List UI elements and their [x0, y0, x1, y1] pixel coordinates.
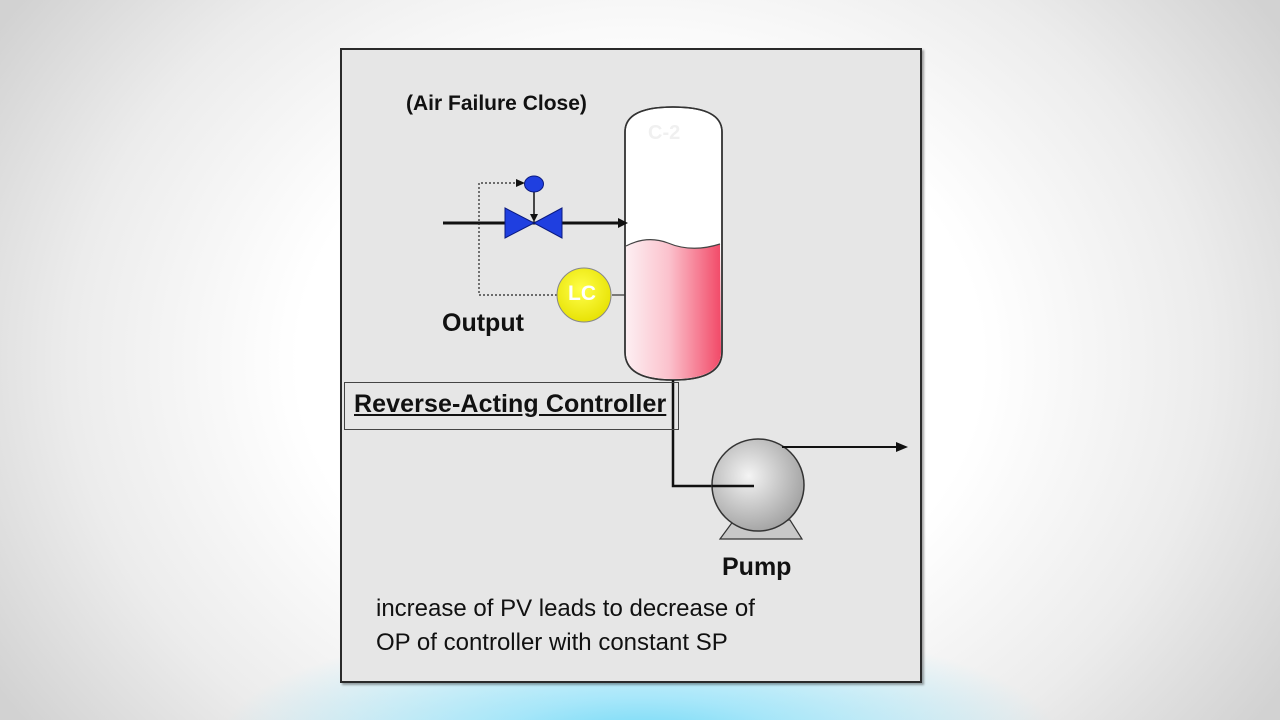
diagram-slide: (Air Failure Close) C-2 LC Output Revers… [340, 48, 922, 683]
centrifugal-pump-icon [711, 438, 908, 540]
valve-failure-mode-label: (Air Failure Close) [406, 92, 587, 115]
control-valve-icon [504, 190, 563, 239]
controller-type-label: Reverse-Acting Controller [354, 390, 667, 418]
level-controller-tag: LC [568, 282, 596, 305]
pump-label: Pump [722, 553, 792, 581]
description-text: increase of PV leads to decrease of OP o… [376, 592, 876, 660]
valve-actuator-icon [524, 175, 544, 193]
description-line: increase of PV leads to decrease of [376, 595, 755, 622]
controller-type-frame [344, 382, 679, 430]
vessel-icon [624, 106, 723, 381]
vessel-tag-label: C-2 [648, 122, 681, 144]
flow-arrow-icon [896, 442, 908, 452]
control-signal-line [478, 179, 557, 296]
description-line: OP of controller with constant SP [376, 629, 728, 656]
output-label: Output [442, 309, 524, 337]
flow-arrow-icon [618, 218, 628, 228]
level-controller-icon [556, 267, 612, 323]
vessel-liquid-level [626, 239, 721, 379]
process-diagram [443, 106, 908, 540]
